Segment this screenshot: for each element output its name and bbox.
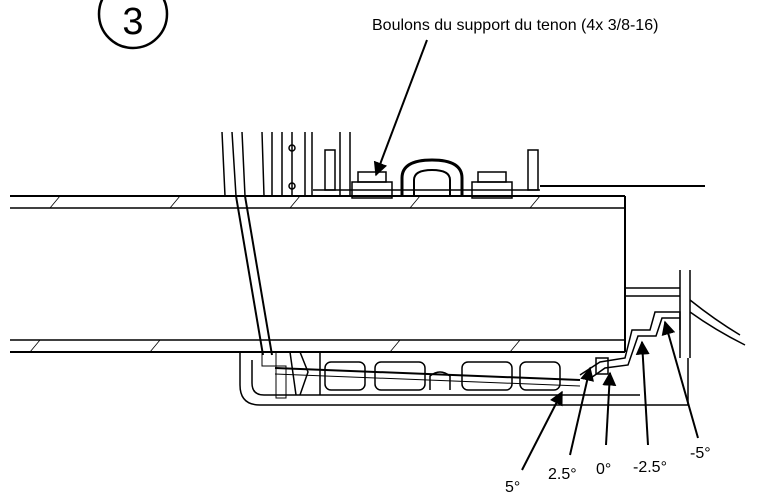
step-badge: 3 [97,0,169,50]
angle-label-2-5: 2.5° [548,466,577,483]
tilt-bracket [579,270,746,381]
angle-arrow-0 [602,371,617,446]
bolt-callout-arrow [373,39,428,177]
angle-arrow-2-5 [569,366,594,456]
u-bolt [400,158,464,196]
tenon-bracket [313,149,705,199]
horizontal-beam [10,195,626,353]
lower-channel [239,351,689,406]
step-number: 3 [122,1,143,43]
bolt-head-2 [477,171,507,183]
angle-arrows [521,320,699,471]
bolt-hex-1 [351,181,393,199]
angle-label-5: 5° [505,479,520,496]
step-circle [97,0,169,50]
angle-label-neg-2-5: -2.5° [633,459,667,476]
angle-label-0: 0° [596,461,611,478]
bolt-hex-2 [471,181,513,199]
diagonal-rod [235,195,287,399]
bolt-head-1 [357,171,387,183]
vertical-frame [221,131,351,197]
angle-label-neg-5: -5° [690,445,711,462]
angle-arrow-neg-2-5 [635,340,650,446]
bolt-callout-label: Boulons du support du tenon (4x 3/8-16) [372,17,658,34]
angle-arrow-neg-5 [661,320,699,439]
angle-arrow-5 [521,390,563,471]
